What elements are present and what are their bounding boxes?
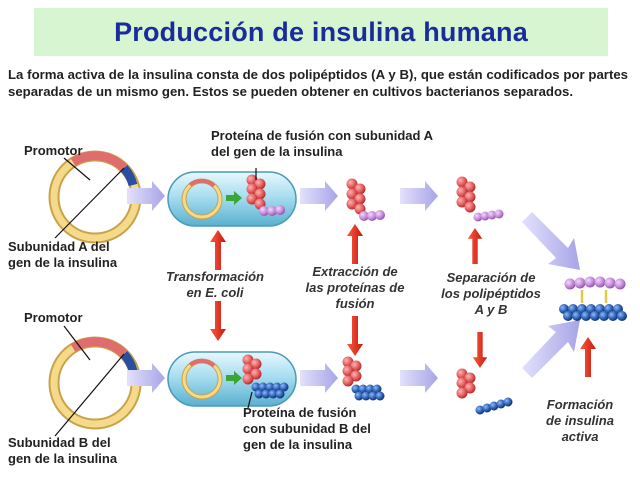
formation-step-label: Formación de insulina activa: [546, 397, 614, 444]
separated-polypeptide-a: [456, 176, 504, 222]
transformation-arrow-down: [210, 301, 226, 341]
flow-arrows: [127, 181, 580, 393]
extraction-step-label: Extracción de las proteínas de fusión: [305, 264, 405, 311]
separation-arrow-up: [467, 228, 483, 264]
separation-arrow-down: [472, 332, 488, 368]
extraction-arrow-up: [347, 224, 363, 264]
bacterium-a: [167, 168, 297, 227]
promotor-label-top: Promotor: [24, 143, 83, 158]
active-insulin: [559, 276, 627, 321]
extracted-fusion-protein-a: [346, 178, 385, 221]
promotor-b-pointer: [63, 325, 91, 361]
promotor-label-bottom: Promotor: [24, 310, 83, 325]
subunit-a-gene-label: Subunidad A del gen de la insulina: [8, 239, 118, 270]
formation-arrow-up: [580, 337, 596, 377]
extraction-arrow-down: [347, 316, 363, 356]
fusion-protein-b-in-cell: [242, 354, 289, 399]
title-banner: Producción de insulina humana: [34, 8, 608, 56]
separated-polypeptide-b: [456, 368, 513, 415]
subunit-b-pointer: [54, 353, 125, 437]
transformation-arrow-up: [210, 230, 226, 270]
fusion-protein-b-label: Proteína de fusión con subunidad B del g…: [243, 405, 371, 452]
intro-paragraph: La forma activa de la insulina consta de…: [8, 67, 628, 99]
transformation-step-label: Transformación en E. coli: [165, 269, 264, 300]
subunit-b-gene-label: Subunidad B del gen de la insulina: [8, 435, 118, 466]
extracted-fusion-protein-b: [342, 356, 385, 401]
fusion-protein-a-label: Proteína de fusión con subunidad A del g…: [211, 128, 433, 159]
page-title: Producción de insulina humana: [114, 16, 528, 47]
subunit-a-pointer: [54, 167, 125, 239]
bacterium-b: [167, 351, 297, 409]
separation-step-label: Separación de los polipéptidos A y B: [441, 270, 541, 317]
promotor-a-pointer: [63, 157, 91, 181]
fusion-protein-a-in-cell: [246, 174, 285, 216]
